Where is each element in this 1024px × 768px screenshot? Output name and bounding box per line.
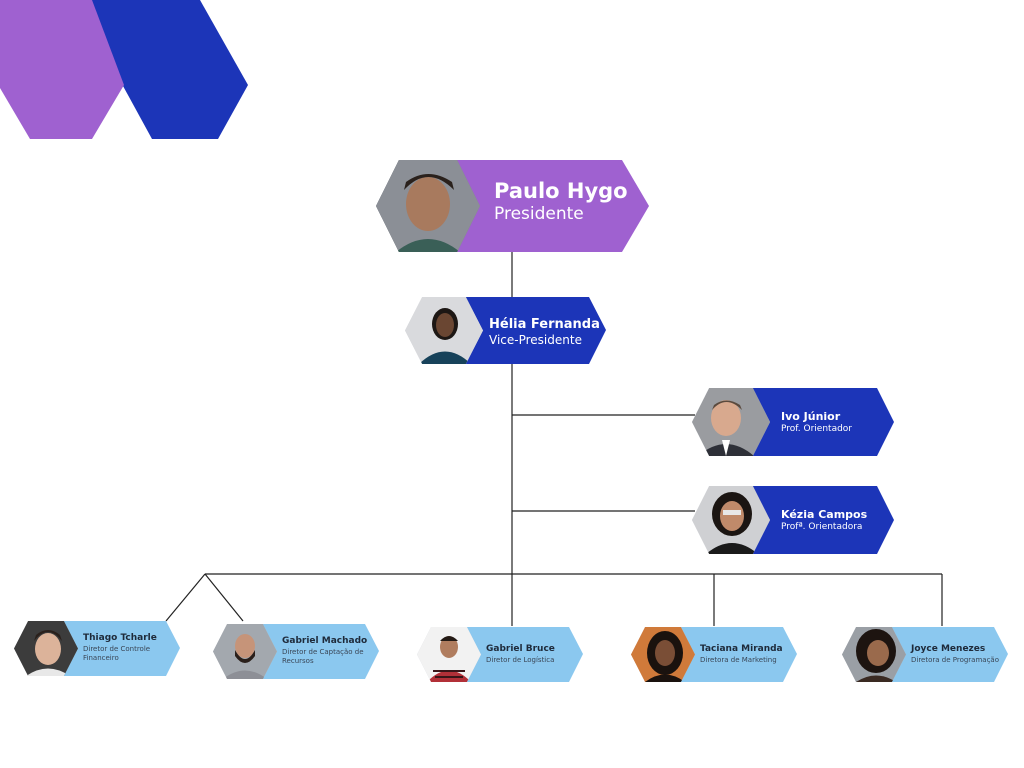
director-role-3: Diretor de Logística (486, 656, 555, 664)
vice-president-role: Vice-Presidente (489, 333, 582, 347)
connector-director-1 (165, 573, 206, 622)
advisor-card-2: Kézia Campos Profª. Orientadora (692, 486, 895, 554)
blue-chevron-shape (76, 0, 248, 139)
president-card: Paulo Hygo Presidente (376, 160, 650, 252)
purple-hexagon-shape (0, 0, 124, 139)
advisor-role-1: Prof. Orientador (781, 424, 853, 434)
president-photo (376, 160, 480, 252)
director-text-1: Thiago Tcharle Diretor de Controle Finan… (83, 633, 157, 663)
advisor-text-2: Kézia Campos Profª. Orientadora (781, 508, 867, 532)
director-card-5: Joyce Menezes Diretora de Programação (842, 627, 1009, 682)
director-name-1: Thiago Tcharle (83, 633, 157, 643)
director-role-5: Diretora de Programação (911, 656, 1000, 664)
director-name-4: Taciana Miranda (700, 644, 783, 654)
vice-president-card: Hélia Fernanda Vice-Presidente (405, 297, 607, 364)
person-photo-icon (376, 160, 480, 252)
director-card-1: Thiago Tcharle Diretor de Controle Finan… (14, 621, 181, 676)
advisor-photo-2 (692, 486, 770, 554)
director-card-3: Gabriel Bruce Diretor de Logística (417, 627, 584, 682)
person-photo-icon (692, 388, 770, 456)
advisor-role-2: Profª. Orientadora (781, 522, 863, 532)
director-photo-4 (631, 627, 695, 682)
director-photo-5 (842, 627, 906, 682)
director-card-4-shape (679, 627, 797, 682)
person-photo-icon (14, 621, 78, 676)
director-text-4: Taciana Miranda Diretora de Marketing (700, 644, 783, 664)
person-photo-icon (842, 627, 906, 682)
person-photo-icon (631, 627, 695, 682)
director-card-2: Gabriel Machado Diretor de Captação de R… (213, 624, 380, 679)
connector-director-2 (204, 573, 244, 622)
advisor-card-1-shape (752, 388, 894, 456)
vice-president-name: Hélia Fernanda (489, 317, 600, 332)
person-photo-icon (692, 486, 770, 554)
president-text: Paulo Hygo Presidente (494, 179, 628, 224)
director-photo-1 (14, 621, 78, 676)
person-photo-icon (405, 297, 483, 364)
director-photo-3 (417, 627, 481, 682)
advisor-name-2: Kézia Campos (781, 508, 868, 521)
advisor-card-1: Ivo Júnior Prof. Orientador (692, 388, 895, 456)
director-name-3: Gabriel Bruce (486, 644, 555, 654)
director-card-4: Taciana Miranda Diretora de Marketing (631, 627, 798, 682)
advisor-text-1: Ivo Júnior Prof. Orientador (781, 410, 852, 434)
director-card-1-shape (62, 621, 180, 676)
director-role-4: Diretora de Marketing (700, 656, 777, 664)
director-name-5: Joyce Menezes (911, 644, 986, 654)
director-name-2: Gabriel Machado (282, 636, 368, 646)
president-role: Presidente (494, 204, 584, 224)
director-text-5: Joyce Menezes Diretora de Programação (911, 644, 999, 664)
director-card-5-shape (890, 627, 1008, 682)
advisor-name-1: Ivo Júnior (781, 410, 841, 423)
president-name: Paulo Hygo (494, 179, 628, 203)
advisor-photo-1 (692, 388, 770, 456)
advisor-card-2-shape (752, 486, 894, 554)
director-photo-2 (213, 624, 277, 679)
vice-president-photo (405, 297, 483, 364)
director-role-2: Diretor de Captação de Recursos (282, 648, 364, 665)
director-card-3-shape (465, 627, 583, 682)
person-photo-icon (213, 624, 277, 679)
director-text-3: Gabriel Bruce Diretor de Logística (486, 644, 555, 664)
vice-president-card-shape (463, 297, 606, 364)
vice-president-text: Hélia Fernanda Vice-Presidente (489, 317, 600, 347)
director-role-1: Diretor de Controle Financeiro (83, 645, 151, 662)
person-photo-icon (417, 627, 481, 682)
decorative-shapes (0, 0, 248, 139)
director-card-2-shape (261, 624, 379, 679)
director-text-2: Gabriel Machado Diretor de Captação de R… (282, 636, 367, 666)
